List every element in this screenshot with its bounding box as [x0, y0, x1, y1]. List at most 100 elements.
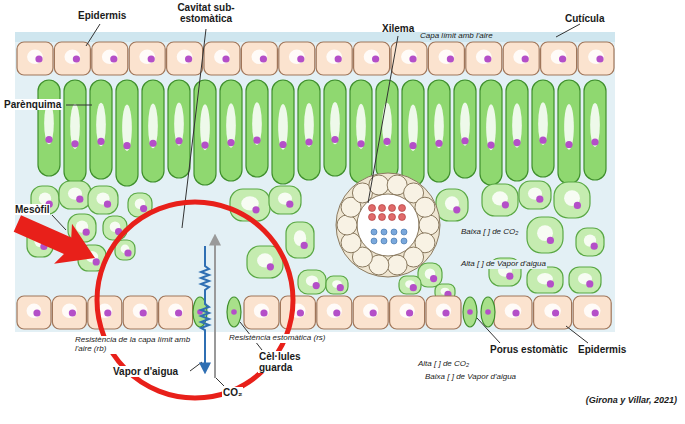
part-label: Porus estomàtic [490, 344, 568, 355]
part-label: Alta [ ] de Vapor d'aigua [460, 260, 547, 269]
epidermis-cell [17, 296, 51, 329]
epidermis-cell [167, 42, 203, 75]
part-label: Resistència de la capa límit amb l'aire … [74, 336, 194, 354]
palisade-cell [298, 80, 320, 180]
phloem-cell [381, 238, 387, 244]
palisade-cell [246, 80, 268, 177]
nucleus [297, 55, 304, 62]
nucleus [442, 309, 449, 316]
part-label: Vapor d'aigua [112, 366, 179, 377]
vacuole [408, 104, 418, 151]
epidermis-cell [241, 42, 277, 75]
part-label: Baixa [ ] de Vapor d'aigua [425, 373, 516, 382]
part-label: Epidermis [578, 344, 626, 355]
part-label: Cèl·lules guarda [258, 351, 318, 373]
nucleus [104, 201, 111, 208]
guard-cell [463, 297, 477, 327]
palisade-cell [142, 80, 164, 182]
nucleus [467, 309, 473, 315]
vacuole [96, 103, 106, 147]
epidermis-cell [280, 296, 315, 329]
nucleus [453, 206, 460, 213]
epidermis-cell [279, 42, 315, 75]
phloem-cell [371, 229, 377, 235]
nucleus [435, 140, 442, 147]
leader-line [216, 378, 224, 386]
epidermis-cell [354, 42, 390, 75]
vacuole [168, 304, 183, 319]
nucleus [522, 55, 529, 62]
nucleus [97, 138, 104, 145]
spongy-cell [298, 270, 326, 294]
nucleus [301, 242, 308, 249]
nucleus [409, 142, 416, 149]
vacuole [513, 50, 529, 65]
vacuole [278, 104, 288, 150]
vacuole [564, 104, 574, 150]
nucleus [502, 201, 509, 208]
leader-line [182, 29, 206, 228]
nucleus [93, 258, 100, 265]
sheath-cell [369, 175, 389, 195]
nucleus [175, 137, 182, 144]
palisade-cell [558, 80, 580, 184]
spongy-cell [326, 276, 348, 294]
xylem-vessel [389, 205, 396, 212]
nucleus [124, 249, 131, 256]
phloem-cell [381, 229, 387, 235]
vacuole [252, 102, 262, 145]
phloem-cell [401, 238, 407, 244]
nucleus [565, 141, 572, 148]
vacuole [505, 304, 522, 319]
vacuole [438, 50, 454, 65]
vacuole [102, 50, 118, 65]
palisade-cell [532, 80, 554, 177]
vacuole [177, 50, 193, 65]
spongy-cell [569, 267, 601, 293]
vacuole [364, 50, 380, 65]
nucleus [547, 237, 554, 244]
leader-line [86, 24, 100, 46]
nucleus [253, 137, 260, 144]
cuticle-band [15, 32, 615, 42]
nucleus [430, 275, 437, 282]
pointer-arrow [8, 203, 104, 278]
nucleus [410, 284, 417, 291]
part-label: Resistència estomàtica (rs) [228, 334, 326, 343]
nucleus [148, 55, 155, 62]
part-label: Cavitat sub-estomàtica [165, 2, 247, 24]
nucleus [260, 309, 267, 316]
vacuole [382, 103, 392, 147]
xylem-vessel [399, 214, 406, 221]
nucleus [297, 309, 304, 316]
vacuole [27, 304, 42, 319]
part-label: Mesòfil [14, 204, 50, 215]
sheath-cell [341, 233, 361, 253]
palisade-cell [64, 80, 86, 183]
leader-line [66, 105, 92, 106]
spongy-cell [554, 182, 590, 218]
nucleus [35, 55, 42, 62]
nucleus [73, 55, 80, 62]
palisade-cell [402, 80, 424, 186]
leader-line [556, 24, 580, 37]
palisade-cell [506, 80, 528, 181]
spongy-cell [519, 181, 551, 209]
epidermis-cell [534, 296, 572, 329]
guard-cell [481, 297, 495, 327]
co2-path [214, 236, 216, 378]
vacuole [486, 104, 496, 150]
leader-lines [52, 24, 588, 386]
palisade-cell [350, 80, 372, 183]
nucleus [383, 138, 390, 145]
vacuole [512, 103, 522, 147]
nucleus [447, 55, 454, 62]
vascular-bundle [336, 173, 440, 277]
vacuole [401, 50, 417, 65]
nucleus [333, 309, 340, 316]
epidermis-cell [426, 296, 461, 329]
vacuole [330, 102, 340, 144]
epidermis-cell [466, 42, 502, 75]
palisade-cell [428, 80, 450, 182]
epidermis-cell [503, 42, 539, 75]
